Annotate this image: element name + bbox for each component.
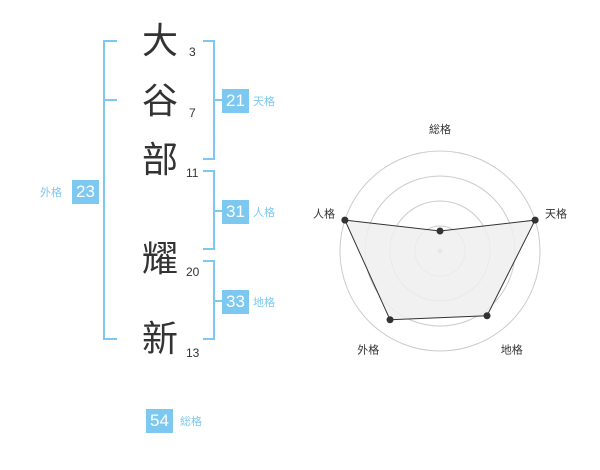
name-char-3: 部 (141, 140, 178, 181)
radar-point-0 (436, 227, 444, 235)
radar-ring (339, 150, 541, 352)
name-char-2: 谷 (141, 81, 178, 122)
radar-polygon (344, 219, 536, 321)
jinkaku-label: 人格 (253, 206, 275, 219)
name-char-4: 耀 (141, 239, 178, 280)
stroke-count-4: 20 (186, 265, 200, 279)
name-char-5: 新 (141, 319, 178, 360)
soukaku-label: 総格 (180, 415, 202, 428)
gaikaku-badge: 23 (72, 180, 99, 204)
radar-axis-label-0: 総格 (429, 122, 451, 136)
name-char-1: 大 (141, 21, 178, 62)
radar-axis-label-1: 天格 (545, 206, 567, 220)
chikaku-label: 地格 (253, 296, 275, 309)
radar-point-2 (483, 312, 491, 320)
jinkaku-badge: 31 (222, 200, 249, 224)
gaikaku-label: 外格 (40, 186, 62, 199)
radar-point-4 (341, 216, 349, 224)
radar-point-1 (531, 216, 539, 224)
radar-point-3 (386, 316, 394, 324)
gaikaku-bracket (103, 40, 117, 340)
radar-axis-label-2: 地格 (501, 343, 523, 357)
radar-axis-label-3: 外格 (357, 343, 379, 357)
soukaku-badge: 54 (146, 409, 173, 433)
chikaku-badge: 33 (222, 290, 249, 314)
stroke-count-2: 7 (189, 106, 196, 120)
stroke-count-5: 13 (186, 346, 200, 360)
tenkaku-badge: 21 (222, 89, 249, 113)
radar-axis-label-4: 人格 (313, 206, 335, 220)
tenkaku-label: 天格 (253, 95, 275, 108)
stroke-count-3: 11 (186, 166, 199, 180)
stroke-count-1: 3 (189, 45, 196, 59)
